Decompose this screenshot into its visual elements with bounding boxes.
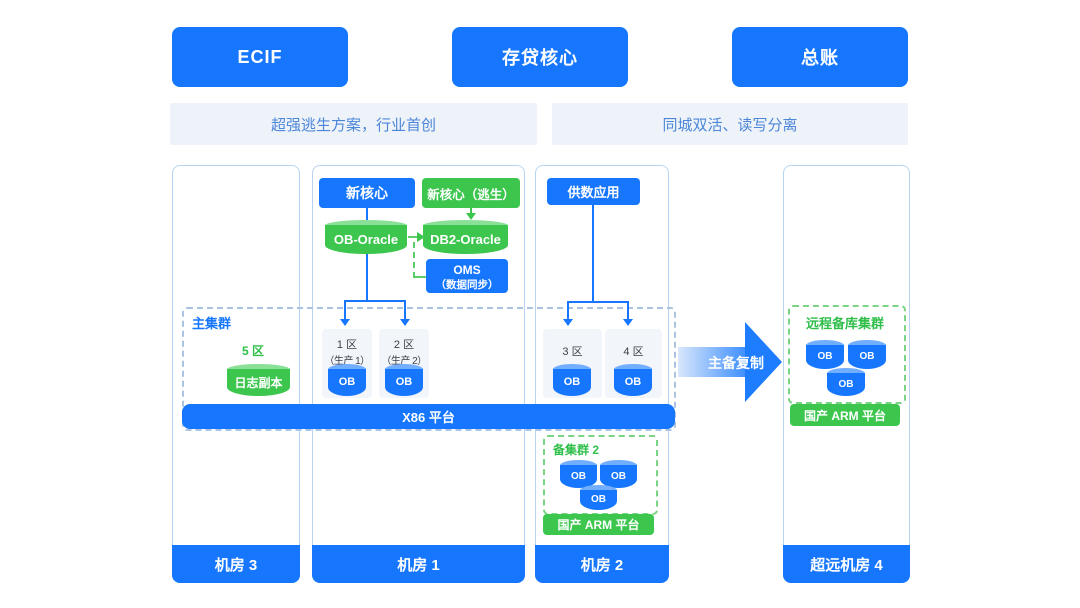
zone-3-ob-label: OB	[563, 376, 581, 388]
zone-1-ob-label: OB	[338, 376, 356, 388]
connector-to-zone4	[627, 302, 629, 319]
cylinder-body	[614, 369, 652, 396]
connector-to-zone2	[404, 301, 406, 319]
replication-arrow-label: 主备复制	[708, 355, 764, 371]
cylinder-body	[553, 369, 591, 396]
cylinder-body	[806, 345, 844, 369]
cylinder-body	[423, 225, 508, 254]
remote-cluster-ob-label-3: OB	[838, 378, 854, 390]
cylinder-body	[848, 345, 886, 369]
connector-to-zone1	[344, 301, 346, 319]
replication-arrow-body	[678, 347, 745, 377]
remote-cluster-ob-cylinder-1: OB	[806, 340, 844, 369]
arrowhead-zone3	[563, 319, 573, 326]
zone-2-label: 2 区	[393, 339, 415, 351]
db2-oracle-cylinder: DB2-Oracle	[423, 220, 508, 254]
oms-label: OMS	[453, 263, 481, 277]
connector-escape-to-db2	[470, 207, 472, 213]
connector-fork-room1	[344, 300, 406, 302]
zone-3-ob-cylinder: OB	[553, 364, 591, 396]
zone-1-sub-label: （生产 1）	[324, 356, 370, 367]
cylinder-body	[600, 465, 637, 488]
dashed-connector-to-oms	[414, 276, 426, 278]
cylinder-body	[227, 369, 290, 396]
db2-oracle-label: DB2-Oracle	[430, 231, 501, 247]
connector-oboracle-down	[366, 254, 368, 301]
remote-cluster-ob-cylinder-2: OB	[848, 340, 886, 369]
log-replica-label: 日志副本	[234, 375, 283, 390]
app-button-general-ledger[interactable]: 总账	[732, 27, 908, 87]
arm-platform-bar-room2: 国产 ARM 平台	[543, 514, 654, 535]
machine-room-2-label: 机房 2	[535, 545, 669, 583]
cylinder-body	[328, 369, 366, 396]
arrowhead-oboracle-to-db2	[417, 232, 425, 242]
remote-cluster-ob-label-1: OB	[817, 351, 833, 362]
zone-2-ob-cylinder: OB	[385, 364, 423, 396]
zone-4-ob-cylinder: OB	[614, 364, 652, 396]
zone-4-ob-label: OB	[624, 376, 642, 388]
zone-3-label: 3 区	[562, 346, 583, 358]
zone-4-label: 4 区	[623, 346, 644, 358]
dashed-connector-oboracle-to-db2	[408, 236, 419, 238]
machine-room-4-label: 超远机房 4	[783, 545, 910, 583]
data-supply-app-node: 供数应用	[547, 178, 640, 205]
app-button-ecif[interactable]: ECIF	[172, 27, 348, 87]
connector-newcore-to-oboracle	[366, 208, 368, 221]
zone-1-ob-cylinder: OB	[328, 364, 366, 396]
replication-arrow-tip	[745, 322, 782, 402]
arrowhead-zone1	[340, 319, 350, 326]
connector-datasupply-down	[592, 205, 594, 302]
primary-cluster-label: 主集群	[192, 316, 232, 331]
banner-escape-plan: 超强逃生方案，行业首创	[170, 103, 537, 145]
zone-2-ob-label: OB	[395, 376, 413, 388]
zone-5-label: 5 区	[241, 344, 264, 358]
arrowhead-zone2	[400, 319, 410, 326]
zone-1-label: 1 区	[336, 339, 358, 351]
arrowhead-zone4	[623, 319, 633, 326]
cylinder-body	[385, 369, 423, 396]
banner-dual-active: 同城双活、读写分离	[552, 103, 908, 145]
primary-cluster-box	[182, 307, 676, 431]
x86-platform-bar: X86 平台	[182, 404, 675, 429]
dashed-connector-vertical-oms	[413, 242, 415, 278]
backup-cluster-ob-label-1: OB	[571, 470, 586, 482]
remote-backup-cluster-label: 远程备库集群	[805, 316, 884, 331]
backup-cluster-ob-label-3: OB	[591, 494, 606, 505]
remote-cluster-ob-cylinder-3: OB	[827, 368, 865, 396]
arm-platform-bar-room4: 国产 ARM 平台	[790, 404, 900, 426]
oms-node: OMS （数据同步）	[426, 259, 508, 293]
cylinder-body	[827, 373, 865, 396]
new-core-node: 新核心	[319, 178, 415, 208]
backup-cluster-ob-label-2: OB	[611, 470, 626, 482]
backup-cluster-ob-cylinder-3: OB	[580, 485, 617, 510]
cylinder-body	[325, 225, 407, 254]
backup-cluster-ob-cylinder-1: OB	[560, 460, 597, 488]
ob-oracle-cylinder: OB-Oracle	[325, 220, 407, 254]
connector-to-zone3	[567, 302, 569, 319]
connector-fork-room2	[567, 301, 629, 303]
log-replica-cylinder: 日志副本	[227, 364, 290, 396]
backup-cluster-ob-cylinder-2: OB	[600, 460, 637, 488]
ob-oracle-label: OB-Oracle	[333, 231, 399, 247]
oms-sub-label: （数据同步）	[435, 279, 499, 291]
zone-2-sub-label: （生产 2）	[381, 356, 427, 367]
backup-cluster-label: 备集群 2	[553, 443, 600, 457]
cylinder-body	[580, 490, 617, 510]
app-button-deposit-loan-core[interactable]: 存贷核心	[452, 27, 628, 87]
remote-cluster-ob-label-2: OB	[859, 351, 875, 362]
remote-backup-cluster-box	[788, 305, 906, 404]
machine-room-1-label: 机房 1	[312, 545, 525, 583]
machine-room-3-label: 机房 3	[172, 545, 300, 583]
arrowhead-escape-to-db2	[466, 213, 476, 220]
new-core-escape-node: 新核心（逃生）	[422, 178, 520, 208]
cylinder-body	[560, 465, 597, 488]
